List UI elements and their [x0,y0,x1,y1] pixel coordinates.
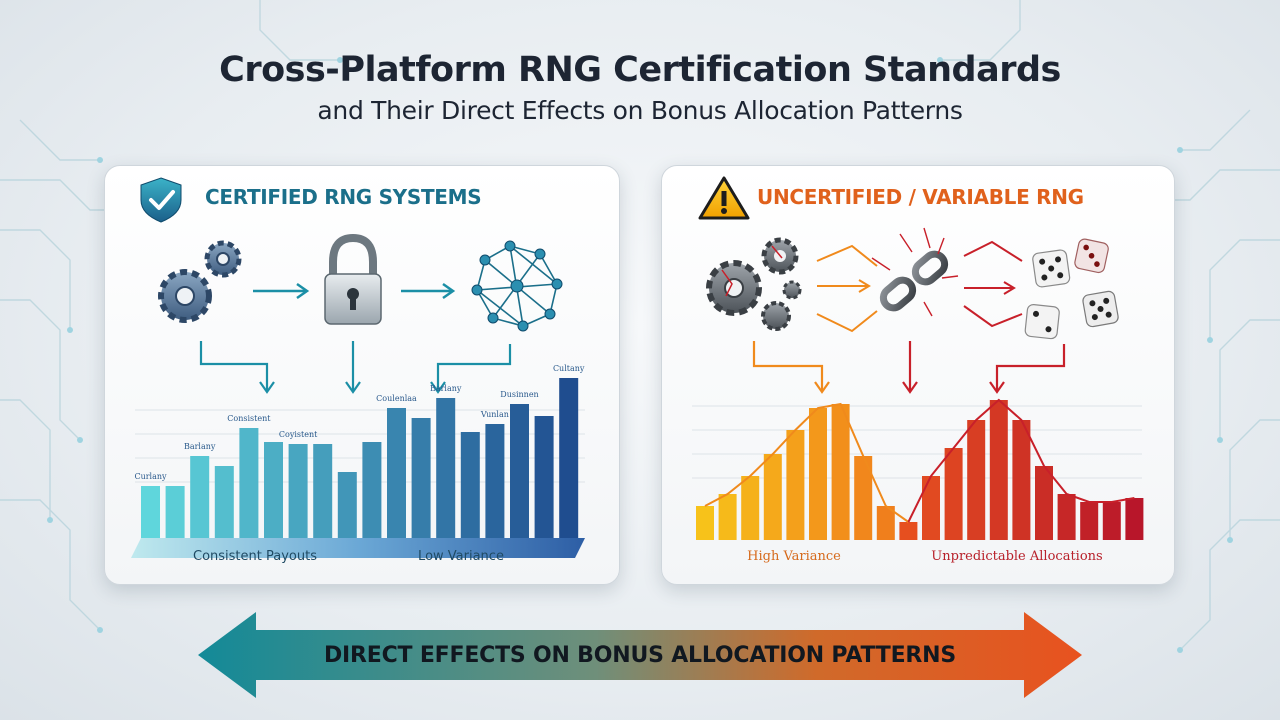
bar-data-label: Coulenlaa [376,394,417,403]
certified-bar [510,404,529,538]
double-arrow-banner [198,612,1082,698]
certified-bar [165,486,185,538]
uncertified-bar [831,404,850,540]
shield-check-icon [140,177,182,223]
down-arrow [199,341,512,394]
uncertified-bar [944,448,963,540]
bar-data-label: Curlany [134,472,167,481]
flow-arrow [253,282,456,300]
variance-trend-line [907,398,1135,523]
bar-data-label: Barlany [429,384,462,393]
warning-icon [698,176,750,220]
certified-bar [313,444,333,538]
bar-data-label: Cultany [552,364,585,373]
gears-icon [158,240,242,323]
uncertified-bar [1035,466,1053,540]
uncertified-bar [1057,494,1076,540]
uncertified-bar [696,506,714,540]
uncertified-bar [854,456,873,540]
uncertified-bar [1080,502,1099,540]
certified-bar [337,472,357,538]
broken-gears-icon [706,237,802,331]
bar-data-label: Vunlan [480,410,509,419]
certified-bar-chart [141,378,579,538]
uncertified-bar [1012,420,1031,540]
certified-bar [239,428,259,538]
bar-data-label: Coyistent [278,430,318,439]
chart-base [131,538,585,558]
uncertified-bar [967,420,986,540]
certified-bar [288,444,308,538]
uncertified-bar [741,476,760,540]
banner-text: DIRECT EFFECTS ON BONUS ALLOCATION PATTE… [324,643,956,668]
flow-arrow [816,244,878,333]
certified-bar [411,418,431,538]
flow-arrow [963,240,1023,328]
uncertified-bar [763,454,782,540]
bar-data-label: Consistent [227,414,271,423]
uncertified-bar [786,430,805,540]
certified-bar [436,398,456,538]
caption-consistent-payouts: Consistent Payouts [193,549,317,564]
broken-chain-icon [871,227,959,317]
page-subtitle: and Their Direct Effects on Bonus Alloca… [317,96,963,125]
down-arrow [752,341,1066,394]
caption-low-variance: Low Variance [418,549,504,564]
certified-heading: CERTIFIED RNG SYSTEMS [205,185,482,209]
uncertified-bar-chart [696,398,1144,540]
certified-bar [214,466,234,538]
certified-bar [141,486,160,538]
certified-bar [190,456,210,538]
uncertified-heading: UNCERTIFIED / VARIABLE RNG [757,185,1084,209]
certified-bar [534,416,554,538]
certified-bar [559,378,579,538]
certified-bar [264,442,283,538]
uncertified-bar [809,408,827,540]
uncertified-bar [922,476,940,540]
uncertified-bar [1125,498,1144,540]
certified-bar [485,424,505,538]
uncertified-bar [899,522,918,540]
padlock-icon [324,233,382,325]
certified-bar [460,432,480,538]
bar-data-label: Barlany [183,442,216,451]
certified-bar [362,442,382,538]
bar-data-label: Dusinnen [500,390,539,399]
dice-icon [1024,238,1119,340]
uncertified-bar [876,506,895,540]
certified-bar [387,408,406,538]
variance-trend-line [704,402,909,523]
uncertified-diagram [692,176,1144,540]
caption-unpredictable-allocations: Unpredictable Allocations [931,549,1103,564]
page-title: Cross-Platform RNG Certification Standar… [219,50,1061,90]
uncertified-rng-panel: UNCERTIFIED / VARIABLE RNG High Variance… [661,165,1175,585]
uncertified-bar [1102,502,1121,540]
caption-high-variance: High Variance [747,549,841,564]
certified-diagram [131,177,585,558]
uncertified-bar [718,494,737,540]
uncertified-bar [989,400,1008,540]
